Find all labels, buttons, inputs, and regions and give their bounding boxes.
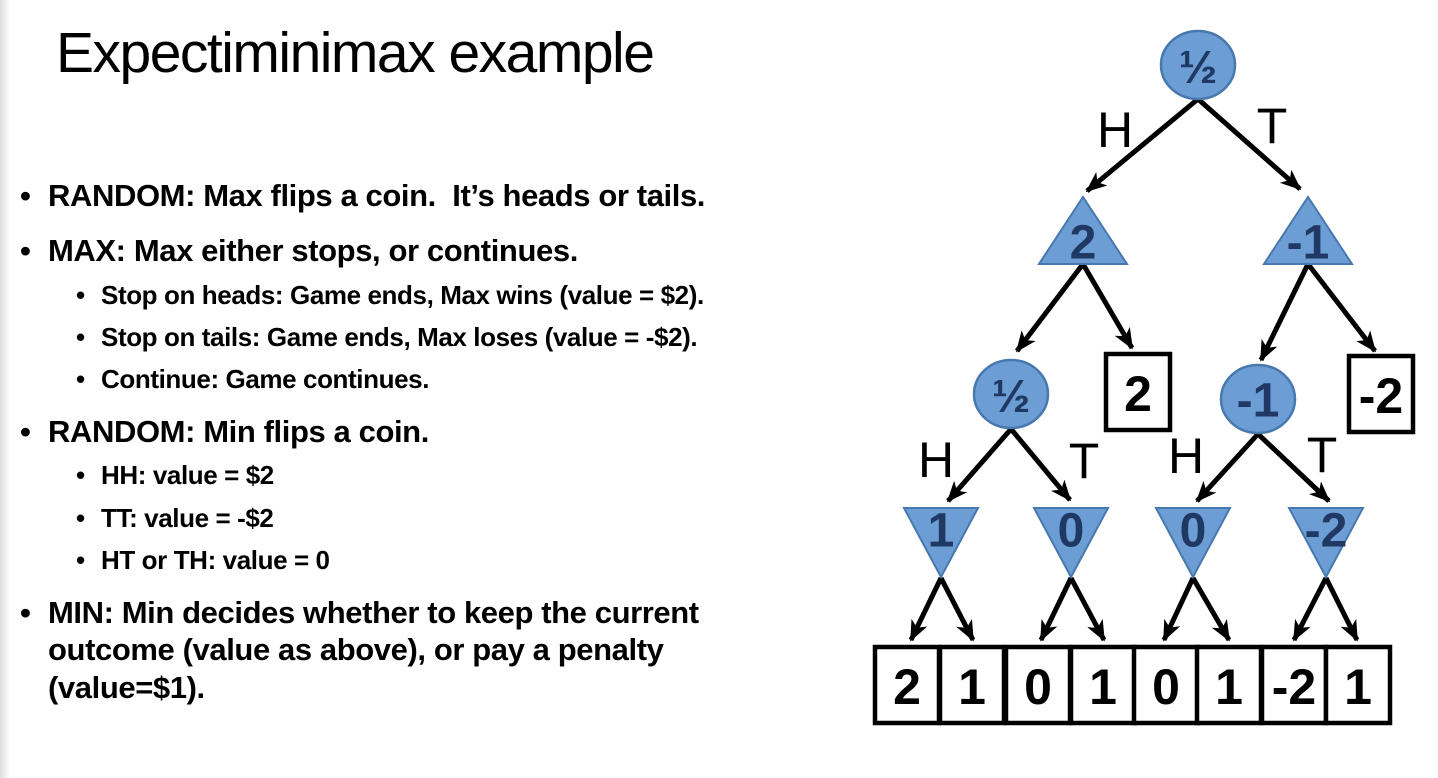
terminal-node-value: 1 — [1089, 659, 1117, 715]
terminal-node-value: 0 — [1024, 659, 1052, 715]
min-node-value: 1 — [928, 505, 955, 558]
tree-branch-labels: H T H T H T — [918, 98, 1337, 489]
terminal-node: 1 — [1068, 644, 1138, 726]
terminal-node-value: 2 — [1124, 366, 1152, 422]
edge-arrow — [1161, 576, 1196, 642]
bullet-marker: • — [76, 544, 86, 575]
branch-label: T — [1307, 427, 1338, 483]
bullet-text: RANDOM: Max flips a coin. It’s heads or … — [48, 178, 706, 213]
edge-arrow — [946, 427, 1013, 503]
chance-node-value: ½ — [992, 370, 1030, 422]
max-node-value: 2 — [1070, 217, 1097, 270]
terminal-node: 1 — [1194, 644, 1264, 726]
terminal-node: -2 — [1259, 644, 1329, 726]
bullet-text: MIN: Min decides whether to keep the cur… — [48, 594, 699, 706]
bullet-text: Stop on heads: Game ends, Max wins (valu… — [101, 279, 704, 310]
min-node: 0 — [1154, 505, 1232, 580]
bullet-text: HH: value = $2 — [101, 460, 274, 491]
bullet-text: MAX: Max either stops, or continues. — [48, 232, 578, 268]
chance-node: -1 — [1219, 363, 1297, 435]
edge-arrow — [1038, 576, 1074, 642]
terminal-node: 2 — [1103, 351, 1173, 433]
max-node: -1 — [1262, 195, 1354, 270]
edge-arrow — [1080, 262, 1135, 350]
min-node-value: -2 — [1305, 505, 1348, 558]
min-node-value: 0 — [1058, 505, 1085, 558]
terminal-node: 1 — [1323, 644, 1393, 726]
chance-node: ½ — [972, 358, 1050, 430]
terminal-node: 1 — [937, 644, 1007, 726]
branch-label: H — [1097, 102, 1133, 158]
bullet-marker: • — [20, 178, 31, 213]
terminal-node-value: 1 — [1344, 659, 1372, 715]
terminal-node-value: 1 — [958, 659, 986, 715]
terminal-node-value: 1 — [1215, 659, 1243, 715]
edge-arrow — [1190, 576, 1232, 642]
terminal-node-value: -2 — [1359, 368, 1403, 424]
bullet-item: • RANDOM: Min flips a coin. — [20, 413, 888, 451]
slide-title: Expectiminimax example — [56, 21, 655, 85]
bullet-marker: • — [76, 460, 86, 491]
chance-node-value: -1 — [1237, 375, 1280, 428]
edge-arrow — [1306, 262, 1377, 353]
edge-arrow — [1258, 262, 1311, 362]
terminal-node: -2 — [1346, 353, 1416, 435]
edge-arrow — [1068, 576, 1107, 642]
edge-arrow — [1323, 576, 1360, 642]
edge-arrow — [938, 576, 976, 642]
bullet-item: • MIN: Min decides whether to keep the cu… — [20, 594, 888, 707]
min-node: 0 — [1032, 505, 1110, 580]
bullet-item: • RANDOM: Max flips a coin. It’s heads or… — [20, 177, 888, 215]
terminal-node-value: -2 — [1272, 659, 1316, 715]
edge-arrow — [1009, 427, 1072, 502]
bullet-marker: • — [76, 279, 86, 310]
bullet-text: HT or TH: value = 0 — [101, 544, 330, 575]
sub-bullet-item: • Stop on tails: Game ends, Max loses (va… — [76, 321, 888, 354]
bullet-item: • MAX: Max either stops, or continues. — [20, 232, 888, 270]
bullet-marker: • — [20, 594, 31, 630]
min-node: -2 — [1287, 505, 1365, 580]
branch-label: H — [1168, 428, 1204, 484]
branch-label: H — [918, 432, 954, 488]
edge-arrow — [1015, 262, 1085, 353]
max-node-value: -1 — [1287, 217, 1330, 270]
terminal-node: 0 — [1003, 644, 1073, 726]
terminal-node-value: 2 — [893, 659, 921, 715]
chance-node: ½ — [1159, 29, 1237, 101]
sub-bullet-item: • TT: value = -$2 — [76, 502, 888, 535]
edge-arrow — [908, 576, 944, 642]
terminal-node: 2 — [872, 644, 942, 726]
branch-label: T — [1069, 433, 1100, 489]
tree-edges — [908, 97, 1377, 642]
branch-label: T — [1257, 98, 1288, 154]
bullet-text: TT: value = -$2 — [101, 502, 274, 533]
sub-bullet-item: • HT or TH: value = 0 — [76, 544, 888, 577]
min-node: 1 — [902, 505, 980, 580]
bullet-marker: • — [20, 232, 31, 268]
sub-bullet-item: • Continue: Game continues. — [76, 363, 888, 396]
edge-arrow — [1196, 97, 1302, 191]
bullet-list: • RANDOM: Max flips a coin. It’s heads or… — [20, 160, 888, 707]
bullet-marker: • — [76, 502, 86, 533]
left-edge-shadow — [0, 0, 10, 778]
bullet-marker: • — [76, 321, 86, 352]
sub-bullet-item: • HH: value = $2 — [76, 459, 888, 492]
bullet-text: Continue: Game continues. — [101, 363, 430, 394]
edge-arrow — [1195, 432, 1260, 503]
min-node-value: 0 — [1180, 505, 1207, 558]
chance-node-value: ½ — [1179, 41, 1217, 93]
bullet-text: Stop on tails: Game ends, Max loses (val… — [101, 321, 698, 352]
terminal-node: 0 — [1131, 644, 1201, 726]
edge-arrow — [1085, 97, 1200, 193]
sub-bullet-item: • Stop on heads: Game ends, Max wins (val… — [76, 279, 888, 312]
max-node: 2 — [1037, 195, 1129, 270]
edge-arrow — [1291, 576, 1329, 642]
bullet-text: RANDOM: Min flips a coin. — [48, 413, 429, 449]
bullet-marker: • — [76, 363, 86, 394]
edge-arrow — [1256, 432, 1331, 503]
bullet-marker: • — [20, 413, 31, 449]
terminal-node-value: 0 — [1152, 659, 1180, 715]
